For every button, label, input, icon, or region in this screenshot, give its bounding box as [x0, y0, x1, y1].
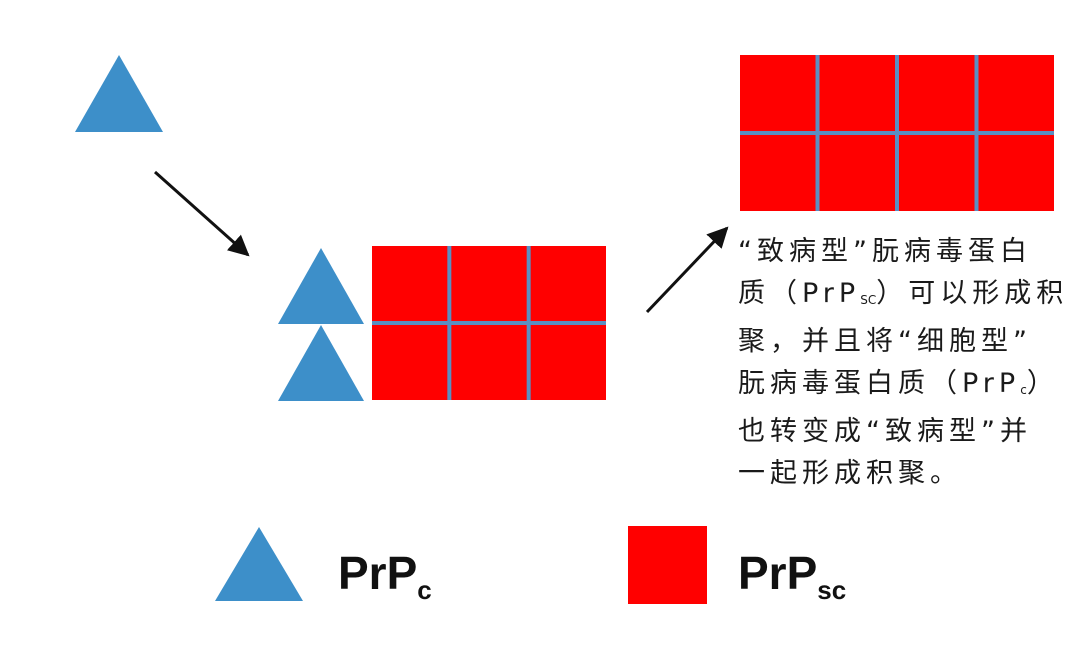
caption-line: 聚，并且将“细胞型” [738, 321, 1068, 363]
caption-segment: 聚，并且将“细胞型” [738, 326, 1032, 357]
middle-aggregate [278, 246, 606, 401]
prpsc-square [530, 246, 606, 321]
stacked-prpc-triangle-top [278, 248, 364, 324]
stacked-prpc-triangle-bottom [278, 325, 364, 401]
prpsc-square [740, 55, 816, 131]
legend-prpc-label: PrPc [338, 547, 432, 605]
prpsc-block-2x4 [740, 55, 1054, 211]
caption-segment: 也转变成“致病型”并 [738, 416, 1032, 447]
prpsc-block-2x3 [372, 246, 606, 400]
prpsc-square [451, 246, 527, 321]
caption-subscript: SC [860, 293, 877, 307]
caption-subscript: c [1020, 383, 1027, 397]
prpsc-square [978, 55, 1054, 131]
legend-prpsc-label: PrPsc [738, 547, 847, 605]
arrow-to-large-aggregate [645, 226, 729, 314]
prpsc-square [819, 55, 895, 131]
caption-segment: 质（PrP [738, 278, 861, 309]
prpsc-square [899, 135, 975, 211]
caption-segment: ） [1026, 368, 1059, 399]
arrow-to-aggregate [154, 170, 250, 257]
caption-line: 朊病毒蛋白质（PrPc） [738, 363, 1068, 411]
prpsc-square [372, 246, 448, 321]
caption-line: “致病型”朊病毒蛋白 [738, 231, 1068, 273]
caption-text: “致病型”朊病毒蛋白质（PrPSC）可以形成积聚，并且将“细胞型”朊病毒蛋白质（… [738, 231, 1068, 495]
caption-line: 也转变成“致病型”并 [738, 411, 1068, 453]
single-prpc-triangle [75, 55, 163, 132]
legend-prpc-triangle-icon [215, 527, 303, 601]
prpsc-square [372, 325, 448, 400]
caption-segment: “致病型”朊病毒蛋白 [738, 236, 1032, 267]
caption-segment: 朊病毒蛋白质（PrP [738, 368, 1021, 399]
caption-line: 一起形成积聚。 [738, 453, 1068, 495]
prpsc-square [978, 135, 1054, 211]
prpsc-square [819, 135, 895, 211]
caption-line: 质（PrPSC）可以形成积 [738, 273, 1068, 321]
caption-segment: ）可以形成积 [876, 278, 1069, 309]
prpsc-square [899, 55, 975, 131]
prpsc-square [530, 325, 606, 400]
prpsc-square [451, 325, 527, 400]
prpsc-square [740, 135, 816, 211]
caption-segment: 一起形成积聚。 [738, 458, 962, 489]
legend-prpsc-square-icon [628, 526, 707, 604]
